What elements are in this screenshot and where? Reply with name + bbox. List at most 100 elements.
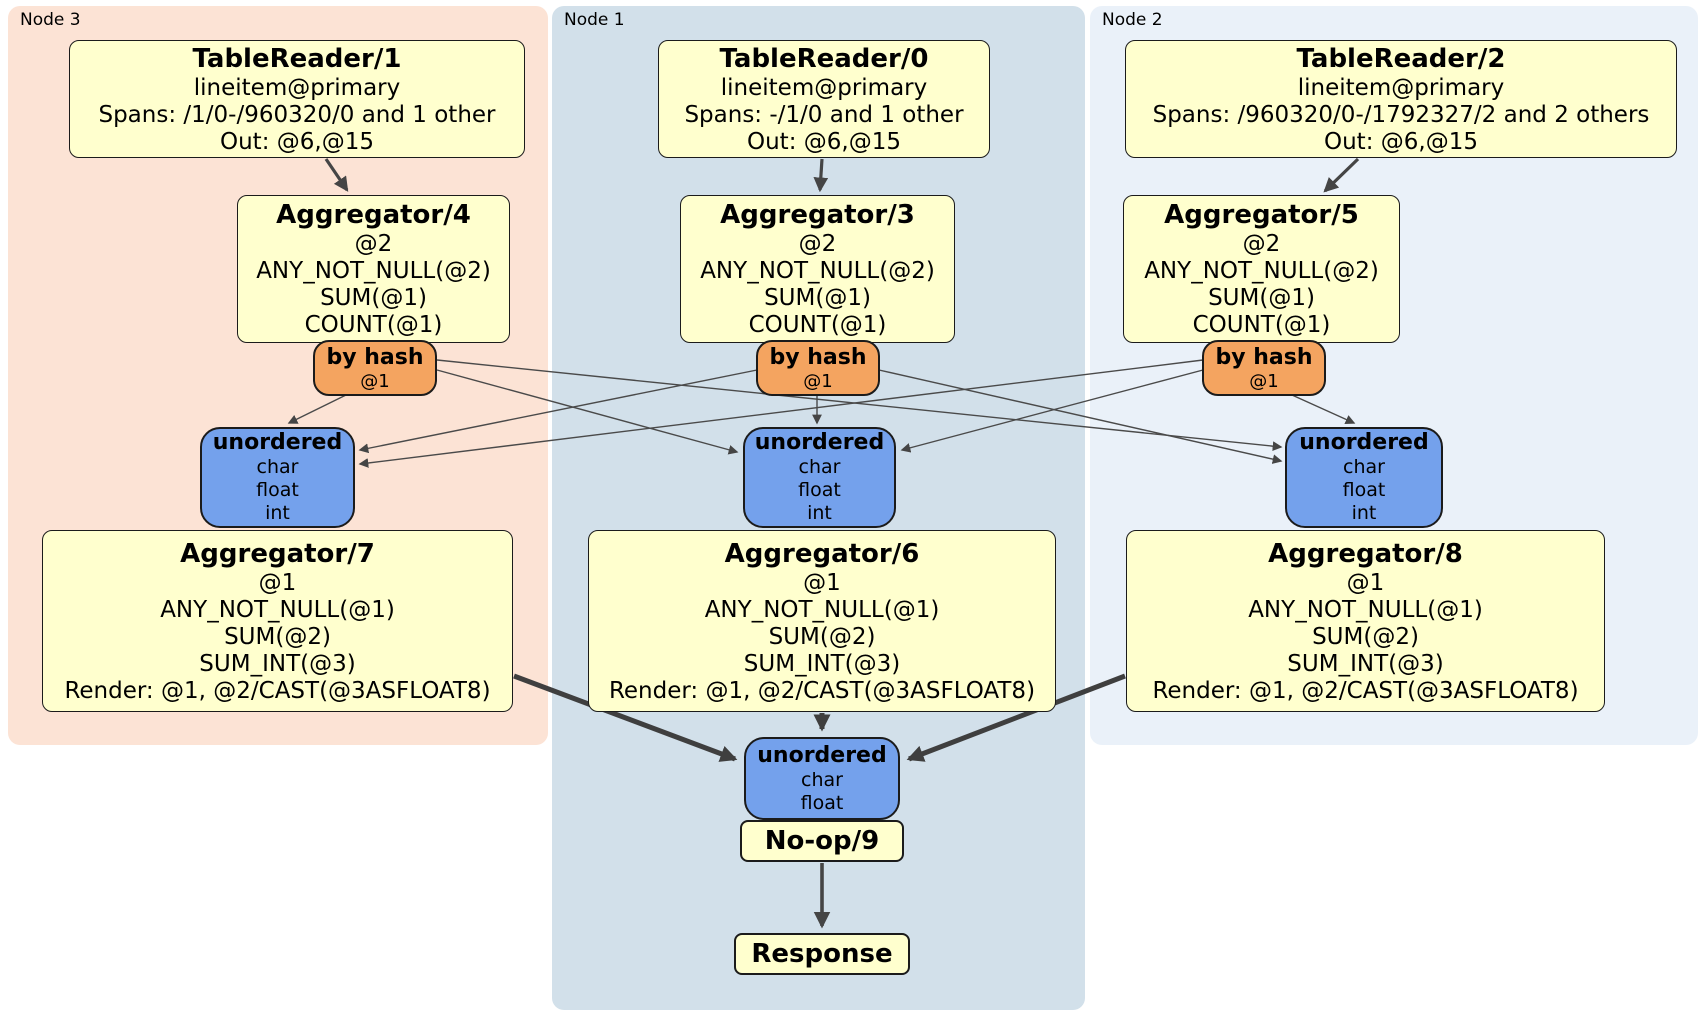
sync-item: int [807,502,832,524]
sync-item: char [798,456,841,478]
sync-item: float [1342,479,1386,501]
processor-line: SUM(@1) [1208,285,1315,311]
processor-title: TableReader/2 [1296,43,1506,74]
node-group-label: Node 3 [20,10,81,30]
processor-line: lineitem@primary [1297,74,1505,101]
edge-agg8-finalsync [906,673,1126,762]
processor-line: Spans: /1/0-/960320/0 and 1 other [98,101,496,128]
sync-unordered-final: unordered char float [744,737,900,820]
processor-title: Aggregator/5 [1164,200,1359,230]
processor-title: Aggregator/8 [1268,538,1463,569]
processor-aggregator-8: Aggregator/8 @1 ANY_NOT_NULL(@1) SUM(@2)… [1126,530,1605,712]
processor-title: Response [751,939,893,969]
sync-title: unordered [757,742,887,768]
processor-title: Aggregator/4 [276,200,471,230]
processor-title: TableReader/1 [192,43,402,74]
router-by-hash-node3: by hash @1 [313,340,437,396]
processor-title: Aggregator/7 [180,538,375,569]
processor-title: Aggregator/3 [720,200,915,230]
processor-line: Render: @1, @2/CAST(@3ASFLOAT8) [64,677,491,704]
edge-hash3-sync3 [287,394,347,424]
processor-line: @2 [354,231,393,257]
processor-line: @1 [803,569,841,596]
sync-unordered-node2: unordered char float int [1285,427,1443,528]
sync-title: unordered [212,430,343,455]
edge-tr1-agg4 [324,158,349,192]
edge-hash2-sync3 [358,359,1204,468]
processor-aggregator-6: Aggregator/6 @1 ANY_NOT_NULL(@1) SUM(@2)… [588,530,1056,712]
processor-tablereader-2: TableReader/2 lineitem@primary Spans: /9… [1125,40,1677,158]
router-by-hash-node1: by hash @1 [756,340,880,396]
processor-line: @2 [798,231,837,257]
sync-title: unordered [754,430,885,455]
sync-item: float [800,791,844,814]
processor-line: @1 [1346,569,1385,596]
processor-tablereader-1: TableReader/1 lineitem@primary Spans: /1… [69,40,525,158]
sync-title: unordered [1299,430,1429,455]
processor-line: ANY_NOT_NULL(@2) [1144,258,1379,284]
router-detail: @1 [360,370,390,392]
sync-item: float [798,479,841,501]
sync-unordered-node3: unordered char float int [200,427,355,528]
processor-noop-9: No-op/9 [740,820,904,862]
processor-aggregator-7: Aggregator/7 @1 ANY_NOT_NULL(@1) SUM(@2)… [42,530,513,712]
edge-agg7-finalsync [513,673,738,762]
processor-line: Out: @6,@15 [747,128,901,155]
processor-title: Aggregator/6 [724,538,920,569]
processor-line: ANY_NOT_NULL(@1) [1248,596,1483,623]
node-group-label: Node 1 [564,10,625,30]
router-title: by hash [769,344,867,370]
edge-hash3-sync1 [436,369,739,455]
processor-line: Render: @1, @2/CAST(@3ASFLOAT8) [1152,677,1579,704]
sync-unordered-node1: unordered char float int [743,427,896,528]
processor-title: TableReader/0 [719,43,929,74]
processor-line: SUM_INT(@3) [743,650,901,677]
processor-aggregator-3: Aggregator/3 @2 ANY_NOT_NULL(@2) SUM(@1)… [680,195,955,343]
processor-line: SUM(@1) [320,285,427,311]
processor-line: COUNT(@1) [1192,312,1331,338]
processor-line: SUM(@2) [1312,623,1419,650]
edge-tr2-agg5 [1323,157,1360,193]
processor-line: Out: @6,@15 [220,128,374,155]
edge-hash1-sync2 [878,369,1283,464]
processor-line: COUNT(@1) [304,312,443,338]
sync-item: char [256,456,299,478]
processor-line: Spans: -/1/0 and 1 other [684,101,964,128]
node-group-label: Node 2 [1102,10,1163,30]
processor-line: ANY_NOT_NULL(@2) [256,258,491,284]
processor-line: SUM_INT(@3) [199,650,356,677]
processor-line: SUM(@1) [764,285,871,311]
edge-hash2-sync2 [1291,394,1356,425]
processor-line: Render: @1, @2/CAST(@3ASFLOAT8) [608,677,1036,704]
edge-hash2-sync1 [900,369,1204,453]
sync-item: int [1351,502,1377,524]
processor-line: lineitem@primary [193,74,401,101]
processor-line: SUM_INT(@3) [1287,650,1444,677]
sync-item: char [1343,456,1385,478]
sync-item: int [265,502,290,524]
router-detail: @1 [1249,370,1279,392]
processor-line: SUM(@2) [224,623,331,650]
processor-line: lineitem@primary [720,74,928,101]
router-title: by hash [1215,344,1313,370]
processor-line: SUM(@2) [768,623,876,650]
processor-line: Out: @6,@15 [1324,128,1478,155]
processor-line: ANY_NOT_NULL(@1) [704,596,940,623]
sync-item: float [256,479,299,501]
processor-line: COUNT(@1) [748,312,887,338]
router-by-hash-node2: by hash @1 [1202,340,1326,396]
router-detail: @1 [803,370,833,392]
edge-hash1-sync3 [358,369,758,454]
processor-aggregator-5: Aggregator/5 @2 ANY_NOT_NULL(@2) SUM(@1)… [1123,195,1400,343]
processor-title: No-op/9 [764,826,880,856]
processor-tablereader-0: TableReader/0 lineitem@primary Spans: -/… [658,40,990,158]
router-title: by hash [326,344,424,370]
edge-tr0-agg3 [813,158,829,193]
processor-line: Spans: /960320/0-/1792327/2 and 2 others [1152,101,1650,128]
edge-hash3-sync2 [436,359,1283,452]
sync-item: char [801,768,843,791]
processor-line: @1 [258,569,297,596]
processor-line: ANY_NOT_NULL(@2) [700,258,935,284]
